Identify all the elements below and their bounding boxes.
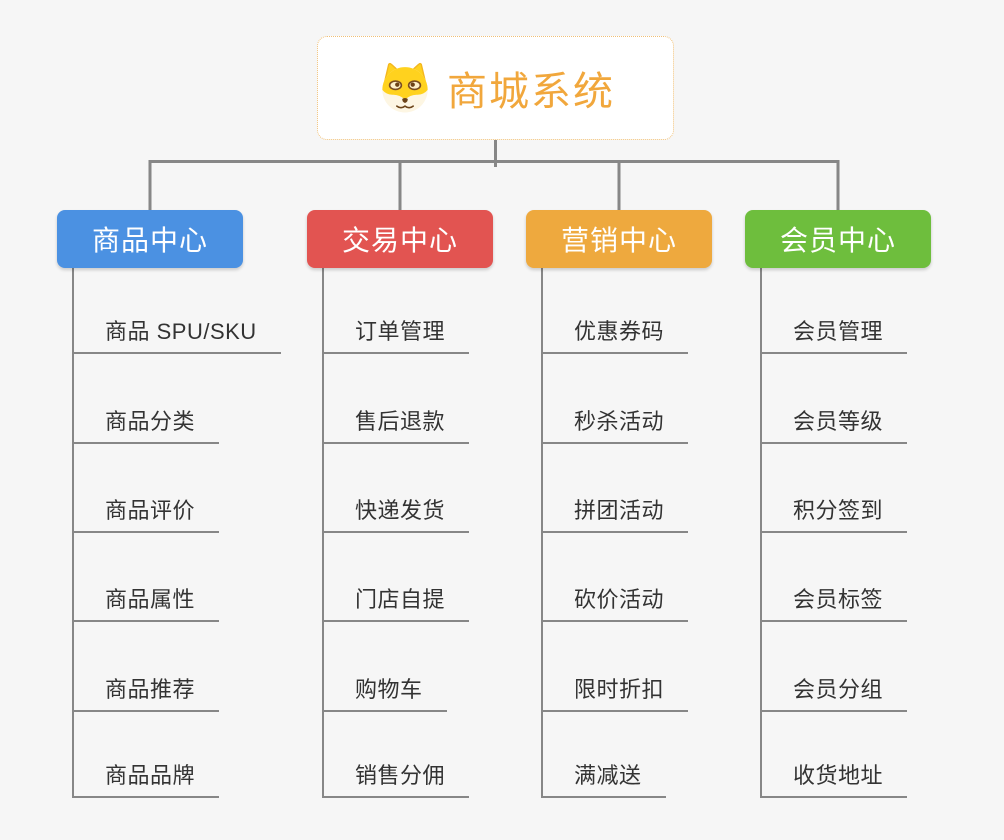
topic-item[interactable]: 订单管理 (322, 312, 470, 354)
topic-item[interactable]: 优惠券码 (541, 312, 689, 354)
topic-item[interactable]: 快递发货 (322, 491, 470, 533)
topic-item[interactable]: 会员管理 (760, 312, 908, 354)
topic-item[interactable]: 会员标签 (760, 580, 908, 622)
topic-item[interactable]: 商品品牌 (72, 756, 220, 798)
topic-item[interactable]: 购物车 (322, 670, 447, 712)
topic-item[interactable]: 拼团活动 (541, 491, 689, 533)
topic-item[interactable]: 砍价活动 (541, 580, 689, 622)
topic-item[interactable]: 商品属性 (72, 580, 220, 622)
topic-item[interactable]: 商品评价 (72, 491, 220, 533)
topic-item[interactable]: 积分签到 (760, 491, 908, 533)
branch-header-marketing-center[interactable]: 营销中心 (526, 210, 712, 268)
branch-header-product-center[interactable]: 商品中心 (57, 210, 243, 268)
topic-item[interactable]: 售后退款 (322, 402, 470, 444)
topic-item[interactable]: 商品推荐 (72, 670, 220, 712)
branch-header-member-center[interactable]: 会员中心 (745, 210, 931, 268)
topic-item[interactable]: 门店自提 (322, 580, 470, 622)
topic-item[interactable]: 秒杀活动 (541, 402, 689, 444)
dog-face-icon (382, 62, 428, 113)
topic-item[interactable]: 商品分类 (72, 402, 220, 444)
topic-item[interactable]: 收货地址 (760, 756, 908, 798)
topic-item[interactable]: 限时折扣 (541, 670, 689, 712)
topic-item[interactable]: 会员等级 (760, 402, 908, 444)
root-node[interactable]: 商城系统 (317, 36, 674, 140)
branch-header-trade-center[interactable]: 交易中心 (307, 210, 493, 268)
topic-item[interactable]: 销售分佣 (322, 756, 470, 798)
topic-item[interactable]: 商品 SPU/SKU (72, 312, 281, 354)
topic-item[interactable]: 会员分组 (760, 670, 908, 712)
root-title: 商城系统 (447, 70, 615, 114)
topic-item[interactable]: 满减送 (541, 756, 666, 798)
